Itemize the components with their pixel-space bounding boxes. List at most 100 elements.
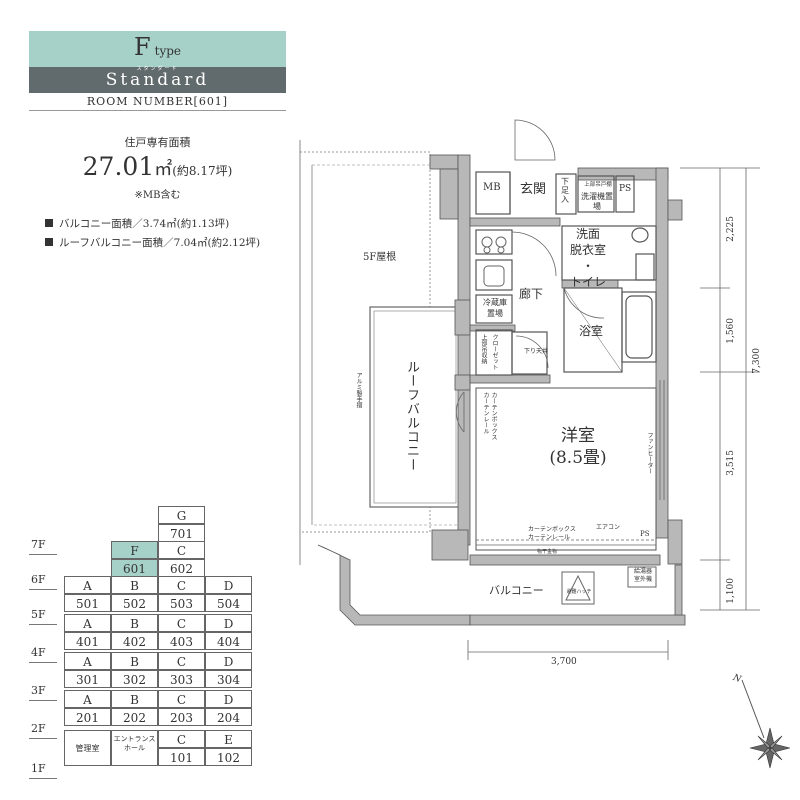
fan-heater-label: ファンヒーター <box>646 432 653 474</box>
windows <box>476 380 665 546</box>
western-room-label: 洋室(8.5畳) <box>549 426 607 468</box>
unit-letter-cell: C <box>158 614 205 632</box>
curtain-rail-bottom-label: カーテンレール <box>528 534 571 541</box>
manager-room-cell: 管理室 <box>64 730 111 766</box>
type-letter: F <box>133 33 151 61</box>
unit-letter-cell: A <box>64 690 111 708</box>
sink-icon <box>483 265 505 287</box>
unit-number-cell: 504 <box>205 594 252 612</box>
unit-letter-cell: A <box>64 576 111 594</box>
floor-line <box>29 624 57 625</box>
unit-number-cell: 601 <box>111 559 158 577</box>
roof-balcony-area-line: ルーフバルコニー面積／7.04㎡(約2.12坪) <box>45 235 260 250</box>
unit-letter-cell: E <box>205 730 252 748</box>
area-tsubo: (約8.17坪) <box>172 164 233 178</box>
lowered-ceiling-label: 下り天井 <box>524 348 549 355</box>
floor-label: 2F <box>31 722 46 735</box>
floor-label: 1F <box>31 762 46 775</box>
unit-number-cell: 402 <box>111 632 158 650</box>
floor-line <box>29 778 57 779</box>
unit-letter-cell: D <box>205 576 252 594</box>
floor-line <box>29 554 57 555</box>
floor-line <box>29 589 57 590</box>
washroom-label: 洗面脱衣室・トイレ <box>569 227 606 289</box>
floor-label: 5F <box>31 608 46 621</box>
balcony-area-text: バルコニー面積／3.74㎡(約1.13坪) <box>59 218 230 230</box>
unit-letter-cell: C <box>158 652 205 670</box>
unit-number-cell: 102 <box>205 748 252 766</box>
bullet-square-icon <box>45 219 53 227</box>
unit-number-cell: 303 <box>158 670 205 688</box>
floor-label: 6F <box>31 573 46 586</box>
dim-1560: 1,560 <box>726 318 736 344</box>
curtain-box-side-label: カーテンボックス <box>490 392 497 440</box>
unit-number-cell: 302 <box>111 670 158 688</box>
unit-letter-cell: D <box>205 690 252 708</box>
curtain-rail-side-label: カーテンレール <box>482 392 489 434</box>
compass-icon <box>741 679 790 769</box>
roof-balcony-label: ルーフバルコニー <box>404 360 419 472</box>
area-value: 27.01 <box>82 152 155 181</box>
unit-letter-cell: A <box>64 652 111 670</box>
dim-3700: 3,700 <box>551 657 577 667</box>
upper-closet-label: 上部吊収納 <box>480 334 487 364</box>
ps-top-label: PS <box>619 184 632 194</box>
evacuation-hatch-label: 避難ハッチ <box>566 589 592 595</box>
unit-letter-cell: D <box>205 614 252 632</box>
floor-label: 3F <box>31 684 46 697</box>
unit-number-cell: 204 <box>205 708 252 726</box>
mb-label: MB <box>483 182 501 193</box>
floor-line <box>29 700 57 701</box>
outdoor-unit-label: 給湯器室外機 <box>633 568 652 583</box>
unit-letter-cell: C <box>158 690 205 708</box>
dim-3515: 3,515 <box>726 450 736 476</box>
genkan-label: 玄関 <box>520 182 547 197</box>
area-unit: ㎡ <box>154 159 173 180</box>
doors <box>455 119 605 433</box>
unit-letter-cell: C <box>158 730 205 748</box>
unit-letter-cell: B <box>111 614 158 632</box>
outdoor-unit-icon <box>627 566 657 588</box>
dimension-lines <box>467 167 760 660</box>
floor-line <box>29 662 57 663</box>
aluminum-rail-label: アルミ製手摺 <box>355 372 362 408</box>
object-shelf-label: 物干金物 <box>537 549 558 555</box>
unit-number-cell: 201 <box>64 708 111 726</box>
unit-number-cell: 202 <box>111 708 158 726</box>
type-suffix: type <box>154 44 182 58</box>
unit-number-cell: 304 <box>205 670 252 688</box>
stove-icon <box>481 236 507 254</box>
plan-ruby: スタンダード <box>136 66 179 72</box>
unit-number-cell: 503 <box>158 594 205 612</box>
unit-number-cell: 403 <box>158 632 205 650</box>
evacuation-hatch-icon <box>561 571 595 605</box>
unit-number-cell: 701 <box>158 524 205 542</box>
dim-7300: 7,300 <box>752 348 762 374</box>
corridor-label: 廊下 <box>519 287 544 301</box>
washer-label: 洗濯機置場 <box>581 192 613 211</box>
floor-line <box>29 738 57 739</box>
area-value-line: 27.01㎡(約8.17坪) <box>29 152 286 181</box>
roof-balcony-box <box>369 306 461 508</box>
curtain-box-bottom-label: カーテンボックス <box>528 526 576 533</box>
unit-number-cell: 301 <box>64 670 111 688</box>
bullet-square-icon <box>45 238 53 246</box>
floor-label: 4F <box>31 646 46 659</box>
aircon-label: エアコン <box>596 524 621 531</box>
floor-label: 7F <box>31 538 46 551</box>
unit-letter-cell: A <box>64 614 111 632</box>
balcony-parapet-bottom <box>469 614 686 626</box>
unit-number-cell: 602 <box>158 559 205 577</box>
area-label: 住戸専有面積 <box>124 136 191 149</box>
unit-number-cell: 203 <box>158 708 205 726</box>
unit-number-cell: 502 <box>111 594 158 612</box>
fridge-label: 冷蔵庫置場 <box>483 298 507 318</box>
dim-2225: 2,225 <box>726 216 736 242</box>
shoe-box-label: 下足入 <box>561 177 569 204</box>
partitions <box>475 171 657 551</box>
dim-1100: 1,100 <box>726 578 736 604</box>
walls <box>429 154 683 566</box>
unit-letter-cell: B <box>111 576 158 594</box>
closet-label: クローゼット <box>491 334 498 370</box>
